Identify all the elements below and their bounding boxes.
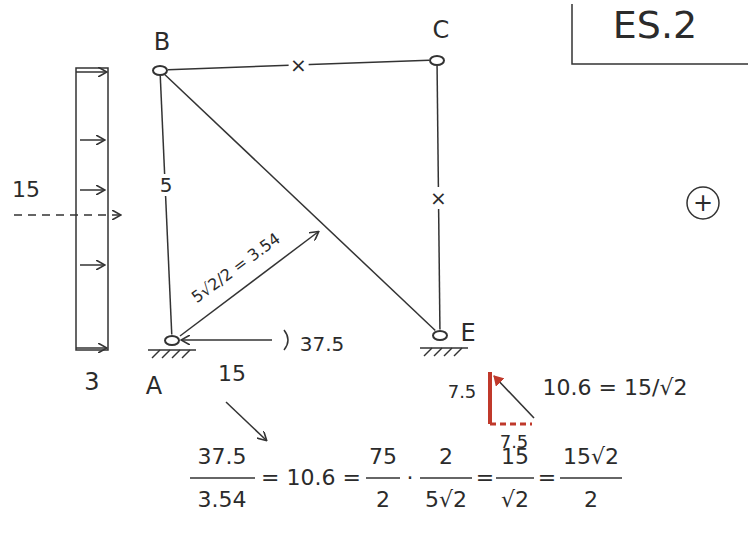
- force-triangle: [490, 372, 534, 424]
- joint-label: E: [460, 320, 475, 346]
- joint-label: A: [146, 373, 162, 399]
- sketch-note: 3: [84, 369, 99, 395]
- sketch-note: 5√2: [425, 488, 467, 512]
- sketch-note: =: [476, 466, 494, 490]
- member-mark: 5: [158, 174, 175, 196]
- sketch-note: +: [693, 190, 713, 216]
- sketch-note: 37.5: [300, 333, 345, 355]
- sketch-note: 2: [584, 488, 598, 512]
- sketch-note: 15: [12, 178, 40, 202]
- sketch-note: 7.5: [448, 382, 477, 402]
- sketch-note: 15: [501, 445, 529, 469]
- sketch-note: ES.2: [613, 5, 697, 47]
- sketch-note: ·: [407, 466, 414, 490]
- title-frame: [572, 4, 748, 64]
- sketch-note: 2: [439, 445, 453, 469]
- joint-label: C: [433, 17, 450, 43]
- sketch-note: 10.6 = 15/√2: [543, 376, 688, 400]
- sketch-note: √2: [501, 488, 529, 512]
- member-mark: ×: [288, 54, 309, 76]
- sketch-note: 2: [376, 488, 390, 512]
- hinge-joint: B: [152, 65, 168, 76]
- hinge-joint: A: [164, 335, 180, 346]
- member-mark: ×: [428, 187, 449, 209]
- sketch-note: 37.5: [198, 445, 247, 469]
- sign-circle: [687, 187, 719, 219]
- sketch-note: =: [538, 466, 556, 490]
- sketch-note: 3.54: [198, 488, 247, 512]
- joint-label: B: [154, 29, 170, 55]
- hinge-joint: C: [429, 55, 445, 66]
- hinge-joint: E: [432, 330, 448, 341]
- sketch-note: 75: [369, 445, 397, 469]
- truss-member: [165, 74, 436, 330]
- sketch-note: 15: [218, 362, 246, 386]
- sketch-note: 15√2: [563, 445, 619, 469]
- fraction-bars: [190, 477, 622, 479]
- distributed-load: [14, 68, 120, 350]
- sketch-note: = 10.6 =: [261, 466, 361, 490]
- truss-member: [160, 75, 172, 334]
